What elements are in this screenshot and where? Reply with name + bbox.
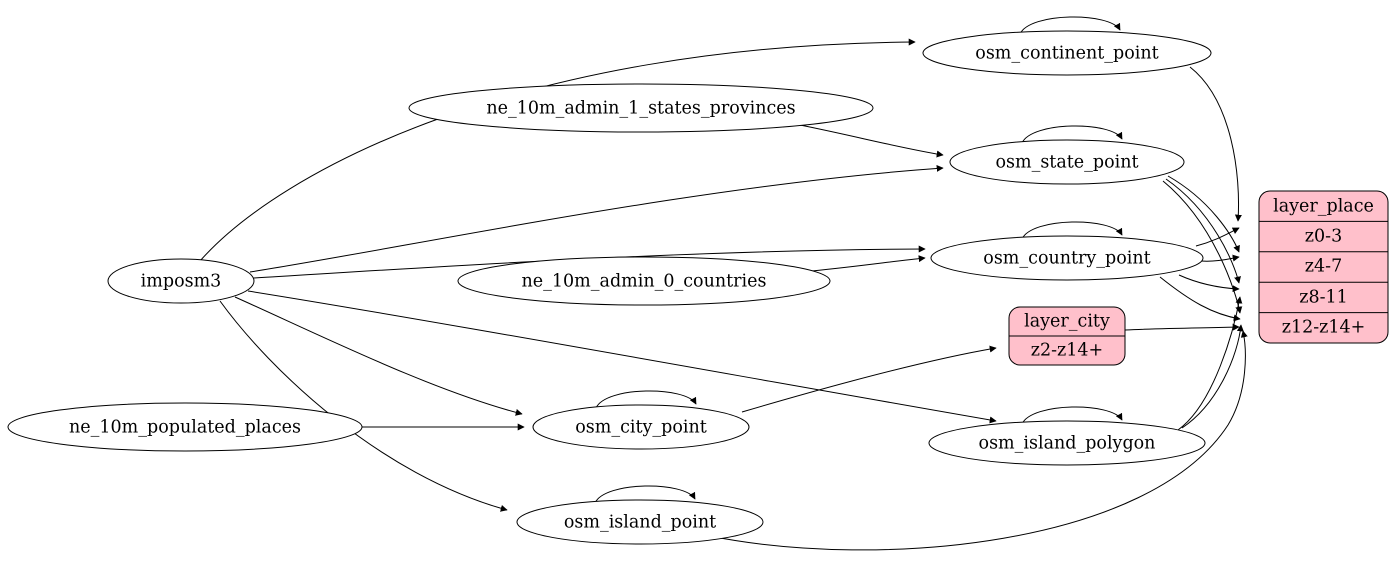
node-shape-imposm3[interactable] xyxy=(107,258,255,304)
node-imposm3[interactable]: imposm3 xyxy=(107,258,255,304)
record-row-layer_city-z2-z14plus[interactable]: z2-z14+ xyxy=(1031,341,1103,361)
node-shape-ne_10m_admin_0_countries[interactable] xyxy=(457,256,831,306)
edge-imposm3-to-osm_island_polygon xyxy=(247,290,997,424)
edge-osm_island_polygon-to-layer_place-z8-11 xyxy=(1177,296,1243,431)
node-shape-osm_island_polygon[interactable] xyxy=(928,420,1206,466)
node-label-ne_10m_populated_places: ne_10m_populated_places xyxy=(69,418,301,438)
node-osm_island_polygon[interactable]: osm_island_polygon xyxy=(928,420,1206,466)
edge-self-loop-osm_state_point xyxy=(1021,125,1123,144)
record-row-layer_city-header: layer_city xyxy=(1024,312,1110,332)
node-shape-osm_state_point[interactable] xyxy=(949,139,1185,185)
edge-osm_continent_point-to-layer_place-z0-3 xyxy=(1189,66,1242,222)
record-box-layer_place[interactable] xyxy=(1258,190,1389,344)
edge-layer_city-to-layer_place-z12-z14+ xyxy=(1124,323,1240,331)
edge-self-loop-osm_island_point xyxy=(594,485,696,504)
edge-osm_state_point-to-layer_place-z8-11 xyxy=(1165,178,1241,284)
node-label-osm_country_point: osm_country_point xyxy=(983,249,1150,269)
edge-self-loop-osm_country_point xyxy=(1021,221,1123,240)
node-osm_state_point[interactable]: osm_state_point xyxy=(949,139,1185,185)
edge-imposm3-to-osm_continent_point xyxy=(199,38,916,262)
node-shape-osm_city_point[interactable] xyxy=(532,404,750,450)
node-label-ne_10m_admin_1_states_provinces: ne_10m_admin_1_states_provinces xyxy=(486,99,795,119)
node-ne_10m_admin_0_countries[interactable]: ne_10m_admin_0_countries xyxy=(457,256,831,306)
edge-self-loop-osm_continent_point xyxy=(1019,16,1121,35)
node-label-osm_city_point: osm_city_point xyxy=(575,418,707,438)
edge-self-loop-osm_city_point xyxy=(595,390,697,409)
node-osm_continent_point[interactable]: osm_continent_point xyxy=(922,30,1212,76)
record-node-layer_city[interactable]: layer_city z2-z14+ xyxy=(1008,306,1126,366)
edge-osm_country_point-to-layer_place-z8-11 xyxy=(1178,274,1240,293)
record-node-layer_place[interactable]: layer_place z0-3 z4-7 z8-11 z12-z14+ xyxy=(1258,190,1389,344)
edge-ne_10m_admin_0_countries-to-osm_country_point xyxy=(811,255,926,272)
edge-layer xyxy=(199,16,1248,551)
record-row-layer_place-z8-11[interactable]: z8-11 xyxy=(1299,288,1348,308)
node-label-osm_state_point: osm_state_point xyxy=(995,153,1138,173)
node-label-osm_continent_point: osm_continent_point xyxy=(975,44,1158,64)
edge-osm_island_polygon-to-layer_place-z12-z14+ xyxy=(1181,324,1244,429)
edge-osm_country_point-to-layer_place-z12-z14+ xyxy=(1159,276,1241,322)
node-osm_city_point[interactable]: osm_city_point xyxy=(532,404,750,450)
node-ne_10m_admin_1_states_provinces[interactable]: ne_10m_admin_1_states_provinces xyxy=(408,83,874,133)
edge-ne_10m_admin_1_states_provinces-to-osm_state_point xyxy=(799,124,944,158)
edge-osm_country_point-to-layer_place-z0-3 xyxy=(1195,227,1240,247)
edge-osm_city_point-to-layer_city-z2-z14+ xyxy=(741,345,997,413)
node-ne_10m_populated_places[interactable]: ne_10m_populated_places xyxy=(7,402,363,452)
node-label-imposm3: imposm3 xyxy=(141,272,222,292)
node-shape-ne_10m_populated_places[interactable] xyxy=(7,402,363,452)
edge-osm_island_point-to-layer_place-z12-z14+ xyxy=(709,330,1248,551)
node-shape-osm_island_point[interactable] xyxy=(516,499,764,545)
edge-osm_country_point-to-layer_place-z4-7 xyxy=(1200,254,1240,262)
edge-osm_state_point-to-layer_place-z4-7 xyxy=(1167,175,1240,253)
node-label-ne_10m_admin_0_countries: ne_10m_admin_0_countries xyxy=(522,272,767,292)
node-shape-osm_continent_point[interactable] xyxy=(922,30,1212,76)
record-row-layer_place-z4-7[interactable]: z4-7 xyxy=(1305,257,1342,277)
node-layer: imposm3 ne_10m_populated_places ne_10m_a… xyxy=(7,30,1212,545)
node-shape-ne_10m_admin_1_states_provinces[interactable] xyxy=(408,83,874,133)
record-node-layer: layer_place z0-3 z4-7 z8-11 z12-z14+ lay… xyxy=(1008,190,1389,366)
record-row-layer_place-z12-z14plus[interactable]: z12-z14+ xyxy=(1282,318,1366,338)
edge-imposm3-to-osm_city_point xyxy=(234,296,523,416)
record-row-layer_place-header: layer_place xyxy=(1273,197,1374,217)
node-shape-osm_country_point[interactable] xyxy=(930,235,1204,281)
node-label-osm_island_polygon: osm_island_polygon xyxy=(979,434,1156,454)
node-osm_country_point[interactable]: osm_country_point xyxy=(930,235,1204,281)
edge-self-loop-osm_island_polygon xyxy=(1021,406,1123,425)
record-row-layer_place-z0-3[interactable]: z0-3 xyxy=(1305,227,1342,247)
edge-imposm3-to-osm_state_point xyxy=(249,164,944,273)
node-osm_island_point[interactable]: osm_island_point xyxy=(516,499,764,545)
node-label-osm_island_point: osm_island_point xyxy=(564,513,716,533)
